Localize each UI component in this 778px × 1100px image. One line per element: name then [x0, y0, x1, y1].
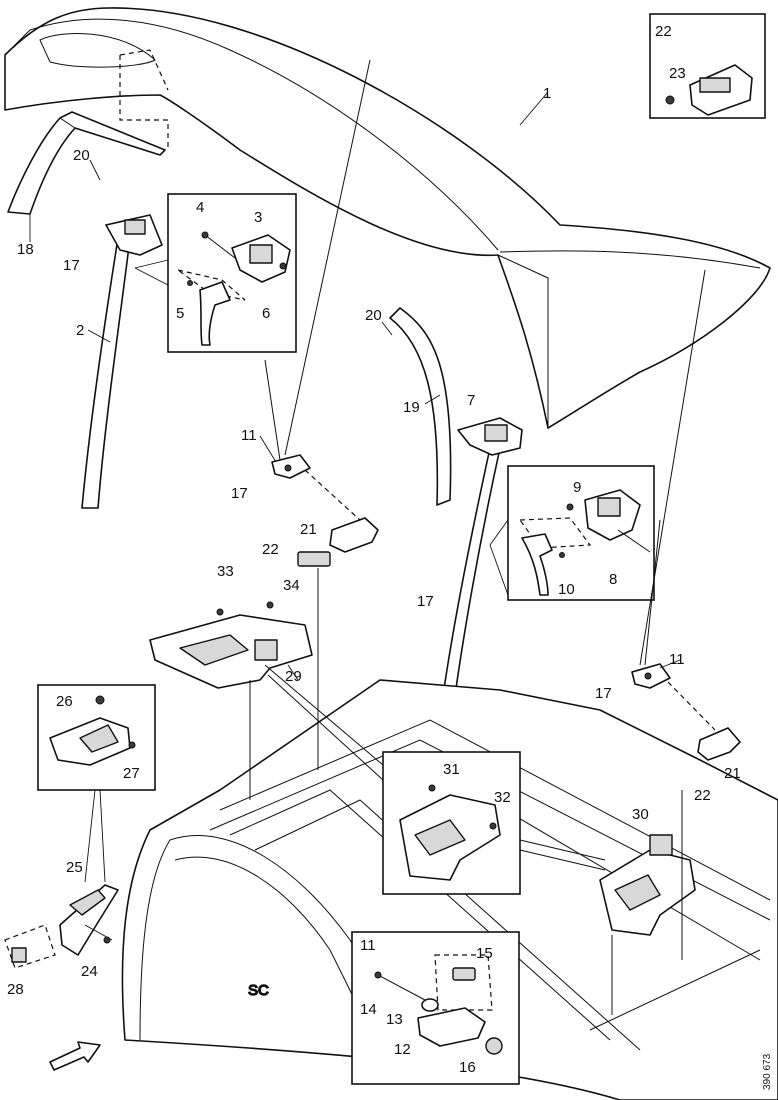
label-28: 28	[7, 981, 24, 998]
reference-code: 390 673	[762, 1053, 773, 1090]
label-17c: 17	[417, 593, 434, 610]
label-21b: 21	[724, 765, 741, 782]
label-17d: 17	[595, 685, 612, 702]
label-21a: 21	[300, 521, 317, 538]
label-25: 25	[66, 859, 83, 876]
center-seal-strip	[389, 307, 452, 506]
label-26: 26	[56, 693, 73, 710]
left-side-strip	[7, 111, 166, 215]
label-14: 14	[360, 1001, 377, 1018]
label-10: 10	[558, 581, 575, 598]
label-17b: 17	[231, 485, 248, 502]
left-upright-bar	[81, 214, 163, 509]
label-20a: 20	[73, 147, 90, 164]
direction-arrow	[49, 1041, 101, 1071]
callout-box-bottom	[351, 931, 520, 1085]
callout-box-top-right	[649, 13, 766, 119]
mounting-bracket-30	[599, 834, 696, 936]
label-3: 3	[254, 209, 262, 226]
label-17a: 17	[63, 257, 80, 274]
right-upright-bar	[439, 417, 523, 719]
label-32: 32	[494, 789, 511, 806]
label-11b: 11	[669, 651, 685, 668]
label-12: 12	[394, 1041, 411, 1058]
label-6: 6	[262, 305, 270, 322]
roof-spoiler	[4, 7, 771, 429]
label-22c: 22	[655, 23, 672, 40]
label-22a: 22	[262, 541, 279, 558]
label-2: 2	[76, 322, 84, 339]
label-23: 23	[669, 65, 686, 82]
rear-hinge-assembly	[4, 884, 119, 969]
label-11a: 11	[241, 427, 257, 444]
guide-lines	[249, 59, 706, 1015]
label-20b: 20	[365, 307, 382, 324]
label-31: 31	[443, 761, 460, 778]
mounting-bracket-29	[149, 601, 313, 689]
cab-logo-letters: SC	[248, 982, 269, 999]
hinge-set-left	[264, 359, 379, 567]
label-27: 27	[123, 765, 140, 782]
part-labels: 1 2 3 4 5 6 7 8 9 10 11 11 11 12 13 14 1…	[7, 23, 741, 1076]
label-11c: 11	[360, 937, 376, 954]
label-19: 19	[403, 399, 420, 416]
label-13: 13	[386, 1011, 403, 1028]
label-18: 18	[17, 241, 34, 258]
label-8: 8	[609, 571, 617, 588]
label-15: 15	[476, 945, 493, 962]
dashed-guides-top	[119, 49, 169, 150]
label-29: 29	[285, 668, 302, 685]
label-7: 7	[467, 392, 475, 409]
leader-lines	[29, 159, 681, 681]
label-9: 9	[573, 479, 581, 496]
label-24: 24	[81, 963, 98, 980]
label-1: 1	[543, 85, 551, 102]
label-30: 30	[632, 806, 649, 823]
callout-box-left	[37, 684, 156, 791]
label-16: 16	[459, 1059, 476, 1076]
label-5: 5	[176, 305, 184, 322]
label-4: 4	[196, 199, 204, 216]
label-33: 33	[217, 563, 234, 580]
label-22b: 22	[694, 787, 711, 804]
label-34: 34	[283, 577, 300, 594]
callout-box-center	[382, 751, 521, 895]
callout-box-upper-left	[167, 193, 297, 353]
callout-box-right	[507, 465, 655, 601]
